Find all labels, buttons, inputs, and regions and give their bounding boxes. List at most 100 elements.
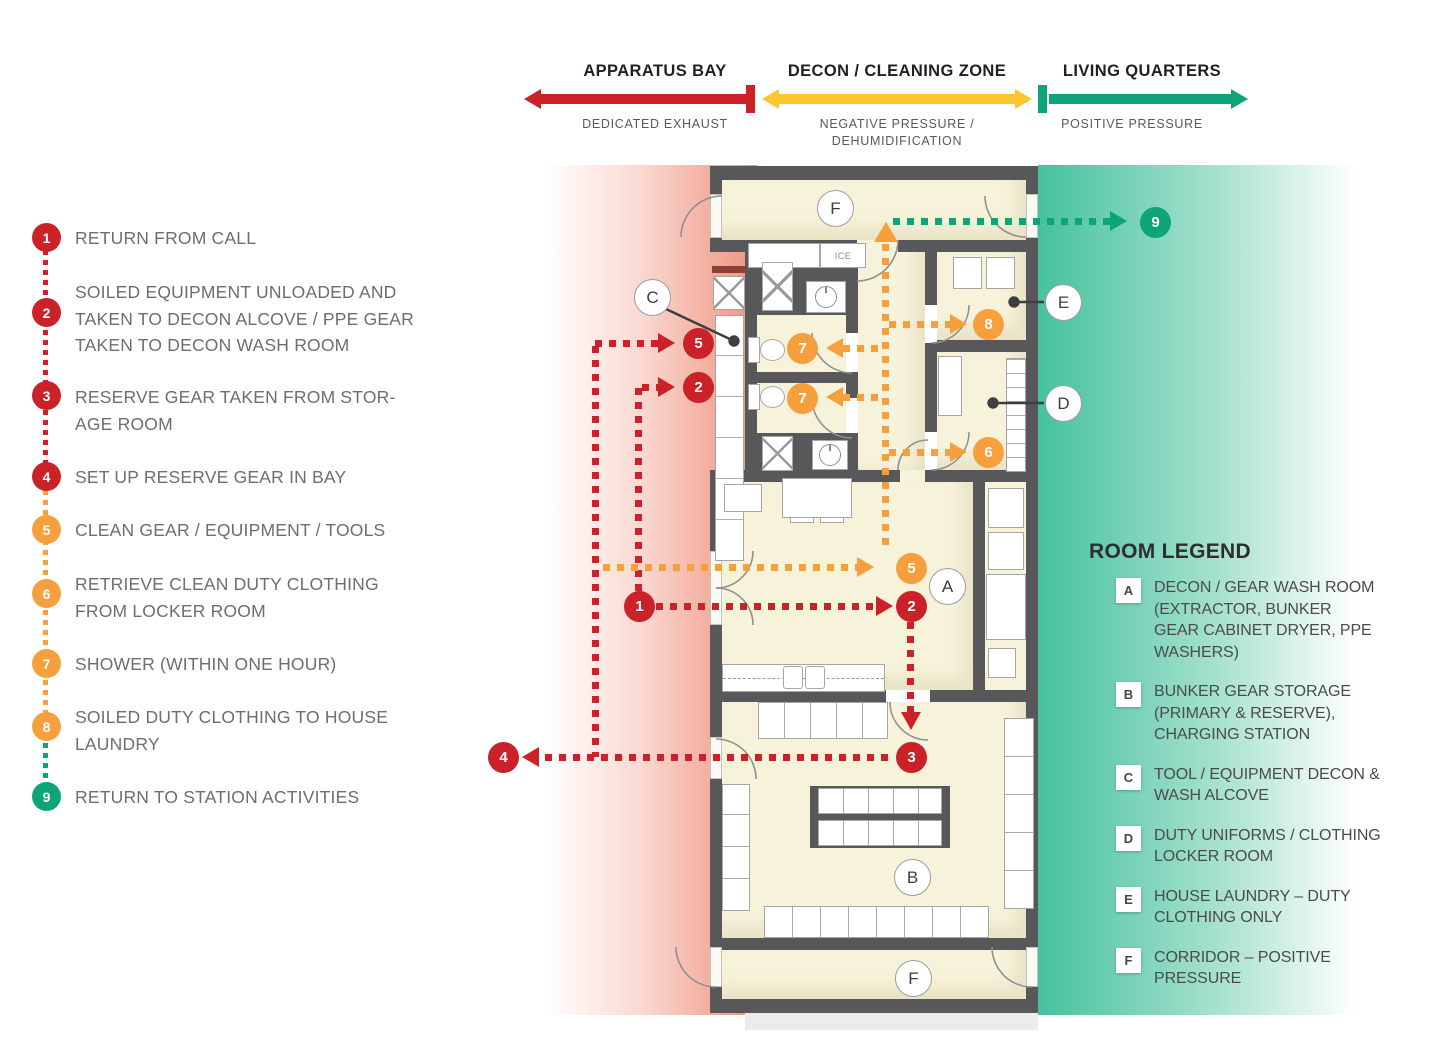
decon-arrow-shaft [778, 94, 1016, 104]
wall-west-4 [710, 625, 722, 737]
jamb-corridor-bottom-west [710, 947, 722, 987]
zone-sub-decon-line2: DEHUMIDIFICATION [831, 134, 963, 148]
wall-a-b-east [930, 690, 1038, 702]
badge-bay-4: 4 [488, 742, 519, 773]
room-label-corridor-top: F [817, 190, 854, 227]
flow-1-to-2 [656, 603, 878, 610]
wall-a-b-west [710, 690, 886, 702]
room-label-storage-b: B [894, 859, 931, 896]
wall-ed-west-2 [925, 343, 937, 432]
step-6-circle: 6 [32, 579, 61, 608]
flow-shower7a-arrow-icon [826, 338, 843, 358]
locker-shelving [1006, 358, 1026, 472]
laundry-washer [953, 257, 982, 289]
room-label-corridor-bottom: F [895, 960, 932, 997]
workflow-connector-green [43, 743, 48, 783]
flow-to-living9 [893, 218, 1110, 225]
flow-corridor-riser [882, 244, 889, 550]
ppe-washer-2 [988, 532, 1024, 570]
badge-bay-2: 2 [683, 372, 714, 403]
shower-stall-2 [762, 436, 793, 471]
wall-bath-east-2 [846, 373, 858, 398]
zone-sub-decon-line1: NEGATIVE PRESSURE / [819, 117, 975, 131]
floor-corridor-bottom [722, 950, 1026, 999]
legend-text-c: TOOL / EQUIPMENT DECON &WASH ALCOVE [1154, 765, 1380, 805]
flow-2-to-3 [907, 622, 914, 712]
ice-machine: ICE [820, 243, 866, 268]
step-5-label: CLEAN GEAR / EQUIPMENT / TOOLS [75, 520, 386, 540]
flow-to-laundry8 [889, 321, 950, 328]
badge-shower-7b: 7 [787, 383, 818, 414]
zone-title-living: LIVING QUARTERS [1062, 62, 1222, 80]
floor-hallway [858, 240, 925, 482]
flow-1-to-bay2-riser [635, 388, 642, 591]
legend-text-b: BUNKER GEAR STORAGE(PRIMARY & RESERVE), … [1154, 683, 1351, 743]
step-7-circle: 7 [32, 649, 61, 678]
wash-alcove-counter [715, 315, 744, 561]
flow-to-decon5 [603, 564, 860, 571]
jamb-corridor-top-east [1026, 194, 1038, 238]
callout-circle-c: C [634, 279, 671, 316]
badge-laundry-8: 8 [973, 309, 1004, 340]
jamb-corridor-bottom-east [1026, 947, 1038, 987]
lockers-bottom-row [764, 906, 989, 938]
toilet-1-tank [748, 337, 760, 363]
flow-1-2-arrow-icon [876, 596, 893, 616]
zone-title-decon: DECON / CLEANING ZONE [787, 62, 1007, 80]
decon-island-tab-2 [820, 517, 844, 523]
lockers-top-row [758, 702, 888, 739]
jamb-corridor-top-west [710, 194, 722, 238]
workflow-connector-red [43, 250, 48, 464]
legend-entry-c: C TOOL / EQUIPMENT DECON &WASH ALCOVE [1116, 764, 1389, 807]
apparatus-arrow-shaft [540, 94, 748, 104]
step-1-circle: 1 [32, 223, 61, 252]
legend-chip-f: F [1116, 947, 1141, 973]
flow-4-to-5-riser [592, 346, 599, 757]
flow-locker6-arrow-icon [950, 442, 967, 462]
wall-appliance-divider [973, 482, 985, 690]
toilet-2-bowl [760, 386, 785, 408]
zone-title-apparatus-bay: APPARATUS BAY [583, 62, 727, 80]
badge-storage-3: 3 [896, 742, 927, 773]
wall-b-f [722, 938, 1026, 950]
step-7-label: SHOWER (WITHIN ONE HOUR) [75, 654, 337, 674]
legend-text-a: DECON / GEAR WASH ROOM(EXTRACTOR, BUNKER… [1154, 579, 1375, 661]
step-3-circle: 3 [32, 381, 61, 410]
gear-dryer-cabinet [988, 648, 1016, 678]
legend-chip-c: C [1116, 764, 1141, 790]
living-quarters-zone [1038, 165, 1373, 1015]
upper-cabinet-dashline [723, 678, 884, 679]
callout-circle-d: D [1045, 385, 1082, 422]
wall-e-d-divider [937, 340, 1026, 352]
flow-3-4-arrow-icon [522, 747, 539, 767]
decon-wash-counter [722, 664, 885, 692]
wall-west-1 [710, 180, 722, 196]
zone-sub-apparatus-bay: DEDICATED EXHAUST [582, 117, 728, 131]
legend-chip-a: A [1116, 578, 1141, 603]
wall-ed-west-1 [925, 240, 937, 305]
flow-to-bay2 [642, 384, 658, 391]
step-4-circle: 4 [32, 462, 61, 491]
flow-shower7b-arrow-icon [826, 387, 843, 407]
badge-decon-2: 2 [896, 591, 927, 622]
wall-north [710, 166, 1038, 180]
locker-bench [938, 356, 962, 416]
toilet-1-bowl [760, 339, 785, 361]
lockers-west-column [722, 784, 750, 911]
lockers-island-row-1 [818, 788, 942, 814]
legend-chip-d: D [1116, 825, 1141, 851]
flow-2-3-arrow-icon [901, 712, 921, 730]
badge-locker-6: 6 [973, 437, 1004, 468]
flow-to-locker6 [889, 449, 950, 456]
step-3-label: RESERVE GEAR TAKEN FROM STOR-AGE ROOM [75, 387, 396, 434]
flow-decon5-arrow-icon [857, 557, 874, 577]
wall-below-corridor-e [898, 240, 1026, 252]
step-2-circle: 2 [32, 298, 61, 327]
step-8-circle: 8 [32, 712, 61, 741]
step-4-label: SET UP RESERVE GEAR IN BAY [75, 467, 347, 487]
